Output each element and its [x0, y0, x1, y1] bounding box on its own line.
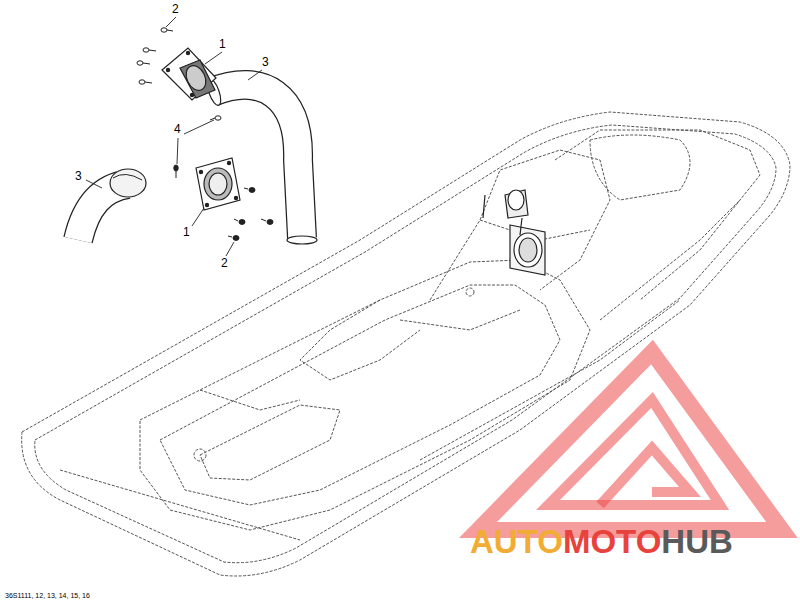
callout-number: 1 [183, 226, 190, 238]
callout-number: 2 [221, 257, 228, 269]
vent-hose [78, 169, 146, 240]
watermark-text: MOTO [563, 525, 661, 558]
drawing-code: 36S1111, 12, 13, 14, 15, 16 [5, 592, 90, 599]
leader-line [86, 17, 262, 256]
vent-flange [162, 48, 216, 100]
watermark-text: AUTO [470, 525, 563, 558]
callout-number: 2 [172, 3, 179, 15]
hull-fittings [483, 190, 545, 275]
screw [137, 28, 221, 120]
watermark-logo [478, 352, 782, 530]
callout-number: 1 [219, 38, 226, 50]
hull [22, 112, 790, 576]
callout-number: 3 [262, 56, 269, 68]
screw [174, 165, 273, 240]
callout-number: 3 [75, 170, 82, 182]
vent-flange [196, 158, 240, 210]
callout-number: 4 [174, 123, 181, 135]
watermark-text: HUB [661, 525, 733, 558]
